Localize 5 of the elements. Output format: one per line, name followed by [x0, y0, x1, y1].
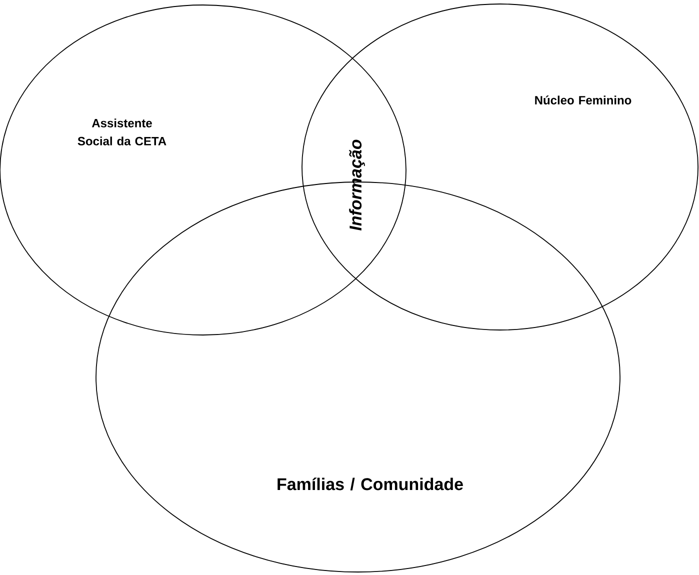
ellipse-label: Núcleo Feminino [535, 96, 632, 104]
ellipse-label: Assistente Social da CETA [78, 118, 166, 146]
ellipse [302, 4, 698, 330]
ellipse-label: Famílias / Comunidade [278, 478, 463, 490]
intersection-label: Informação [349, 140, 365, 231]
